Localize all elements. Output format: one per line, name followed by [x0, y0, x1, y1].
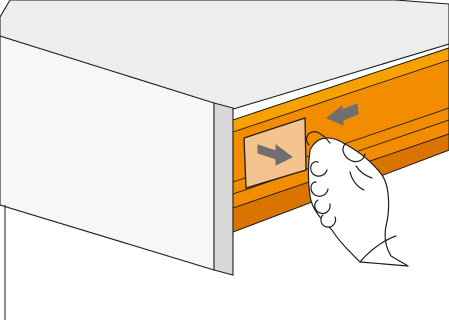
- drawer-front-edge: [214, 103, 233, 275]
